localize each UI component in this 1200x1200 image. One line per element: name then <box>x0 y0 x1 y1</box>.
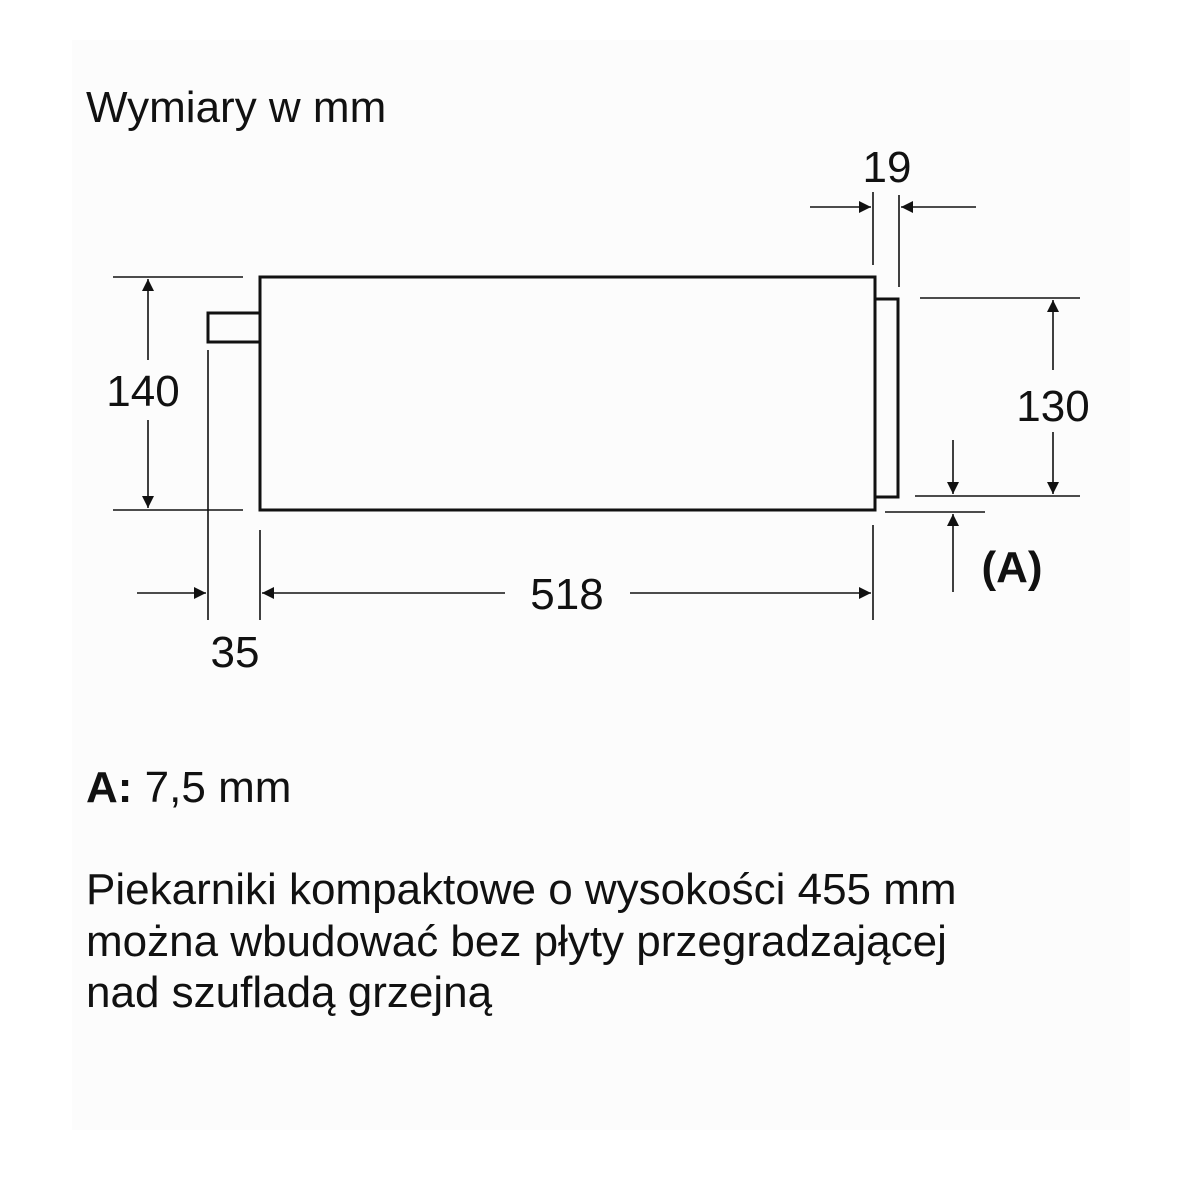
description-line-1: Piekarniki kompaktowe o wysokości 455 mm <box>86 865 957 914</box>
dimension-35-label: 35 <box>211 628 260 677</box>
dimension-140: 140 <box>106 276 243 511</box>
dimension-35: 35 <box>137 350 261 677</box>
dimension-130-label: 130 <box>1016 382 1089 431</box>
title: Wymiary w mm <box>86 83 387 132</box>
dimension-130: 130 <box>915 297 1090 497</box>
drawer-front-panel <box>873 297 900 499</box>
dimension-19: 19 <box>810 143 976 287</box>
dimension-19-label: 19 <box>863 143 912 192</box>
dimension-518: 518 <box>262 525 874 620</box>
note-a-value: 7,5 mm <box>144 763 292 812</box>
rear-connector <box>206 311 262 344</box>
dimension-518-label: 518 <box>530 570 603 619</box>
drawer-body <box>258 275 877 512</box>
dimension-140-label: 140 <box>106 367 179 416</box>
dimension-a-label: (A) <box>981 543 1042 592</box>
description-line-3: nad szufladą grzejną <box>86 968 493 1017</box>
description-line-2: można wbudować bez płyty przegradzającej <box>86 917 947 966</box>
dimension-a: (A) <box>885 440 1043 592</box>
note-a: A: 7,5 mm <box>86 762 291 814</box>
note-a-label: A: <box>86 763 133 812</box>
